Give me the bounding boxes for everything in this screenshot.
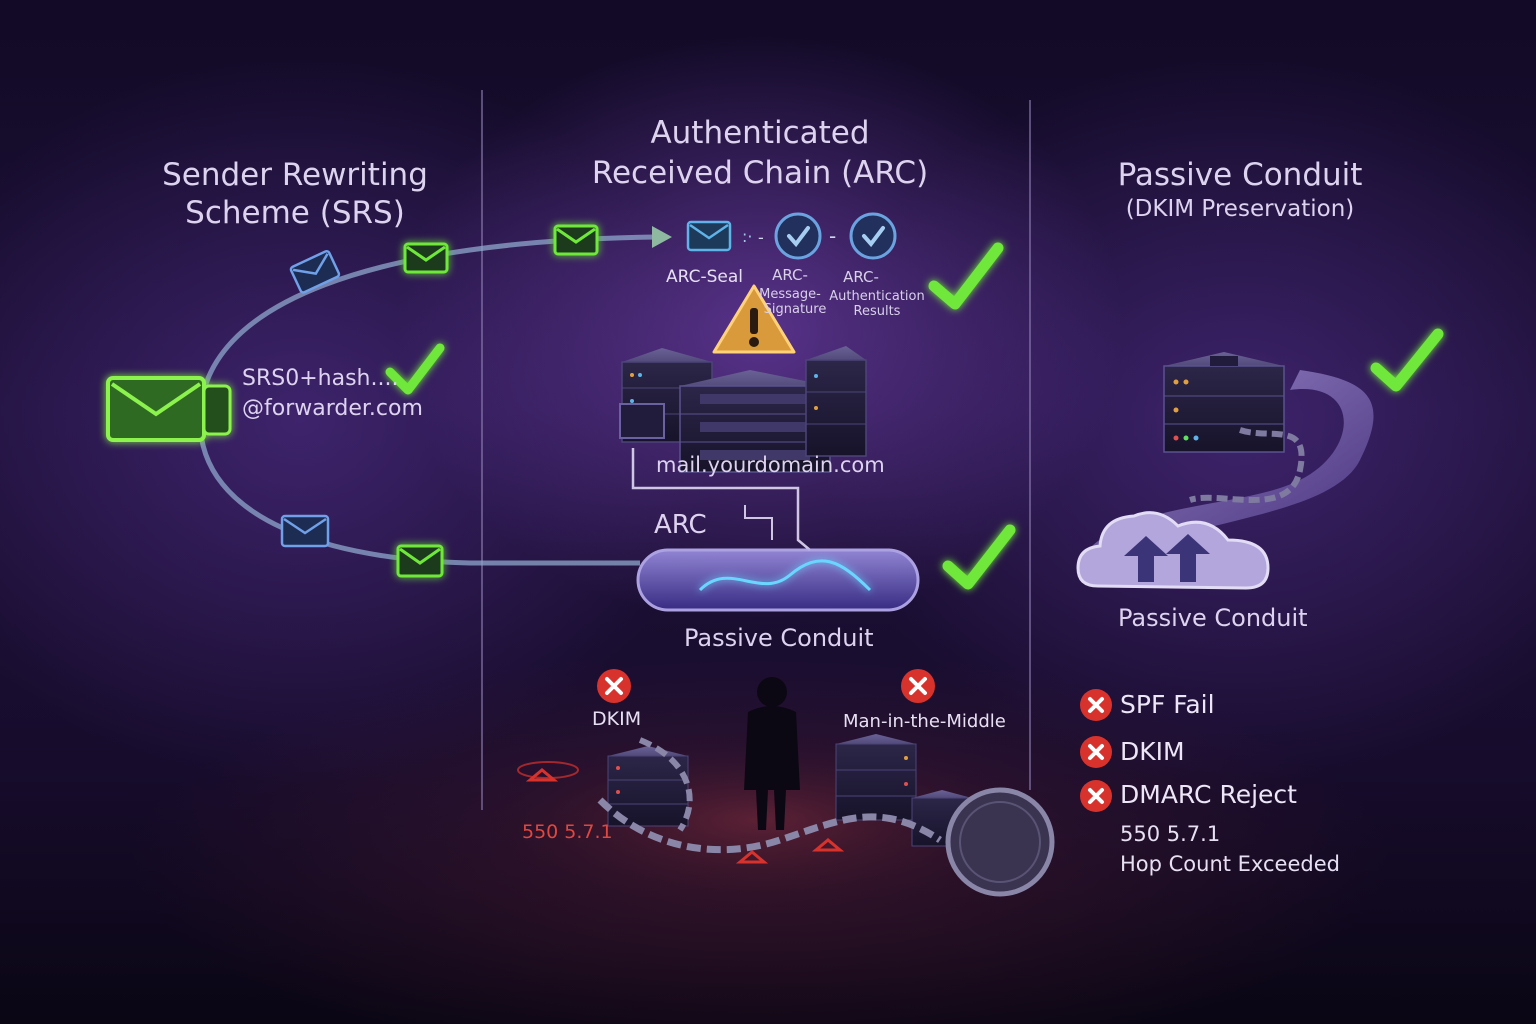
srs-route-line [197,234,661,421]
check-icon [385,343,445,395]
route-arrowhead [652,226,672,248]
passive-failure-dkim: DKIM [1120,737,1185,766]
warning-icon [712,284,796,354]
server-icon [1163,352,1285,453]
server-icon [619,403,665,439]
envelope-icon [396,544,444,578]
srs-envelope-icon [106,376,232,442]
x-icon [1080,689,1112,721]
x-icon [597,669,631,703]
passive-failure-spf: SPF Fail [1120,690,1215,719]
check-badge-icon [774,212,822,260]
arc-label: ARC [654,510,707,540]
domain-bracket [631,448,811,551]
arc-server-domain: mail.yourdomain.com [656,453,885,477]
passive-failure-dmarc: DMARC Reject [1120,780,1297,809]
chain-icon [597,797,942,854]
envelope-icon [280,514,330,548]
server-icon [679,370,831,473]
srs-address-line2: @forwarder.com [242,396,423,421]
passive-bounce-reason: Hop Count Exceeded [1120,852,1340,876]
srs-return-line [197,419,640,566]
svg-text:-: - [829,224,836,248]
arc-conduit-label: Passive Conduit [684,624,874,652]
server-icon [835,734,917,821]
arc-fail-dkim-label: DKIM [592,708,642,730]
passive-title-line2: (DKIM Preservation) [1125,196,1355,222]
passive-cloud-label: Passive Conduit [1118,604,1308,632]
passive-bounce-code: 550 5.7.1 [1120,822,1221,846]
check-icon [1370,328,1444,392]
check-icon [942,524,1016,590]
x-icon [901,669,935,703]
envelope-icon [686,220,732,252]
envelope-icon [553,224,599,256]
arc-msg-sig-label-1: ARC- [772,266,808,284]
arc-msg-sig-label-3: Signature [763,302,827,317]
svg-text:-: - [758,228,764,247]
person-icon [744,677,800,830]
server-icon [805,346,867,457]
arc-connector [744,505,773,540]
padlock-icon [945,787,1055,897]
x-icon [1080,736,1112,768]
srs-title-line2: Scheme (SRS) [185,195,405,231]
arc-seal-label: ARC-Seal [666,267,743,287]
arc-title-line2: Received Chain (ARC) [591,155,929,191]
cloud-icon [1076,511,1270,590]
envelope-icon [289,249,341,294]
arc-auth-results-label-3: Results [853,304,901,319]
chain-icon [638,737,693,832]
conduit-tube [636,548,920,612]
arc-bounce-code: 550 5.7.1 [522,821,613,843]
arc-auth-results-label-1: ARC- [843,268,879,286]
check-badge-icon [849,212,897,260]
arc-msg-sig-label-2: Message- [759,287,821,302]
arc-auth-results-label-2: Authentication [829,289,925,304]
arc-mitm-label: Man-in-the-Middle [843,711,1006,732]
envelope-icon [403,242,449,274]
svg-text::·: :· [742,227,752,246]
check-icon [928,242,1004,310]
passive-title-line1: Passive Conduit [1117,157,1363,193]
x-icon [1080,780,1112,812]
arc-title-line1: Authenticated [650,115,870,151]
chain-icon [1189,427,1305,503]
srs-title-line1: Sender Rewriting [162,157,428,193]
srs-address-line1: SRS0+hash.... [242,366,399,391]
